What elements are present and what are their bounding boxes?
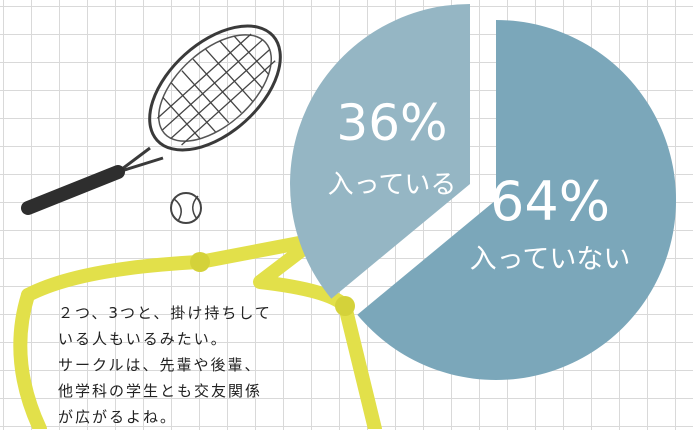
slice-category-label: 入っていない — [470, 244, 631, 275]
comment-text: ２つ、3つと、掛け持ちして いる人もいるみたい。 サークルは、先輩や後輩、 他学… — [58, 300, 358, 430]
comment-line: 他学科の学生とも交友関係 — [58, 382, 263, 400]
comment-line: が広がるよね。 — [58, 408, 178, 426]
comment-line: ２つ、3つと、掛け持ちして — [58, 304, 272, 322]
pie-slice — [290, 4, 470, 299]
slice-category-label: 入っている — [328, 170, 457, 200]
tennis-racket-icon — [21, 24, 282, 215]
comment-line: サークルは、先輩や後輩、 — [58, 356, 262, 374]
pie-slice — [357, 20, 677, 380]
slice-value-label: 64% — [490, 170, 610, 233]
comment-line: いる人もいるみたい。 — [58, 330, 228, 348]
pie-chart: 36% 入っている 64% 入っていない — [290, 4, 677, 380]
tennis-ball-icon — [170, 192, 202, 224]
slice-value-label: 36% — [336, 94, 447, 152]
